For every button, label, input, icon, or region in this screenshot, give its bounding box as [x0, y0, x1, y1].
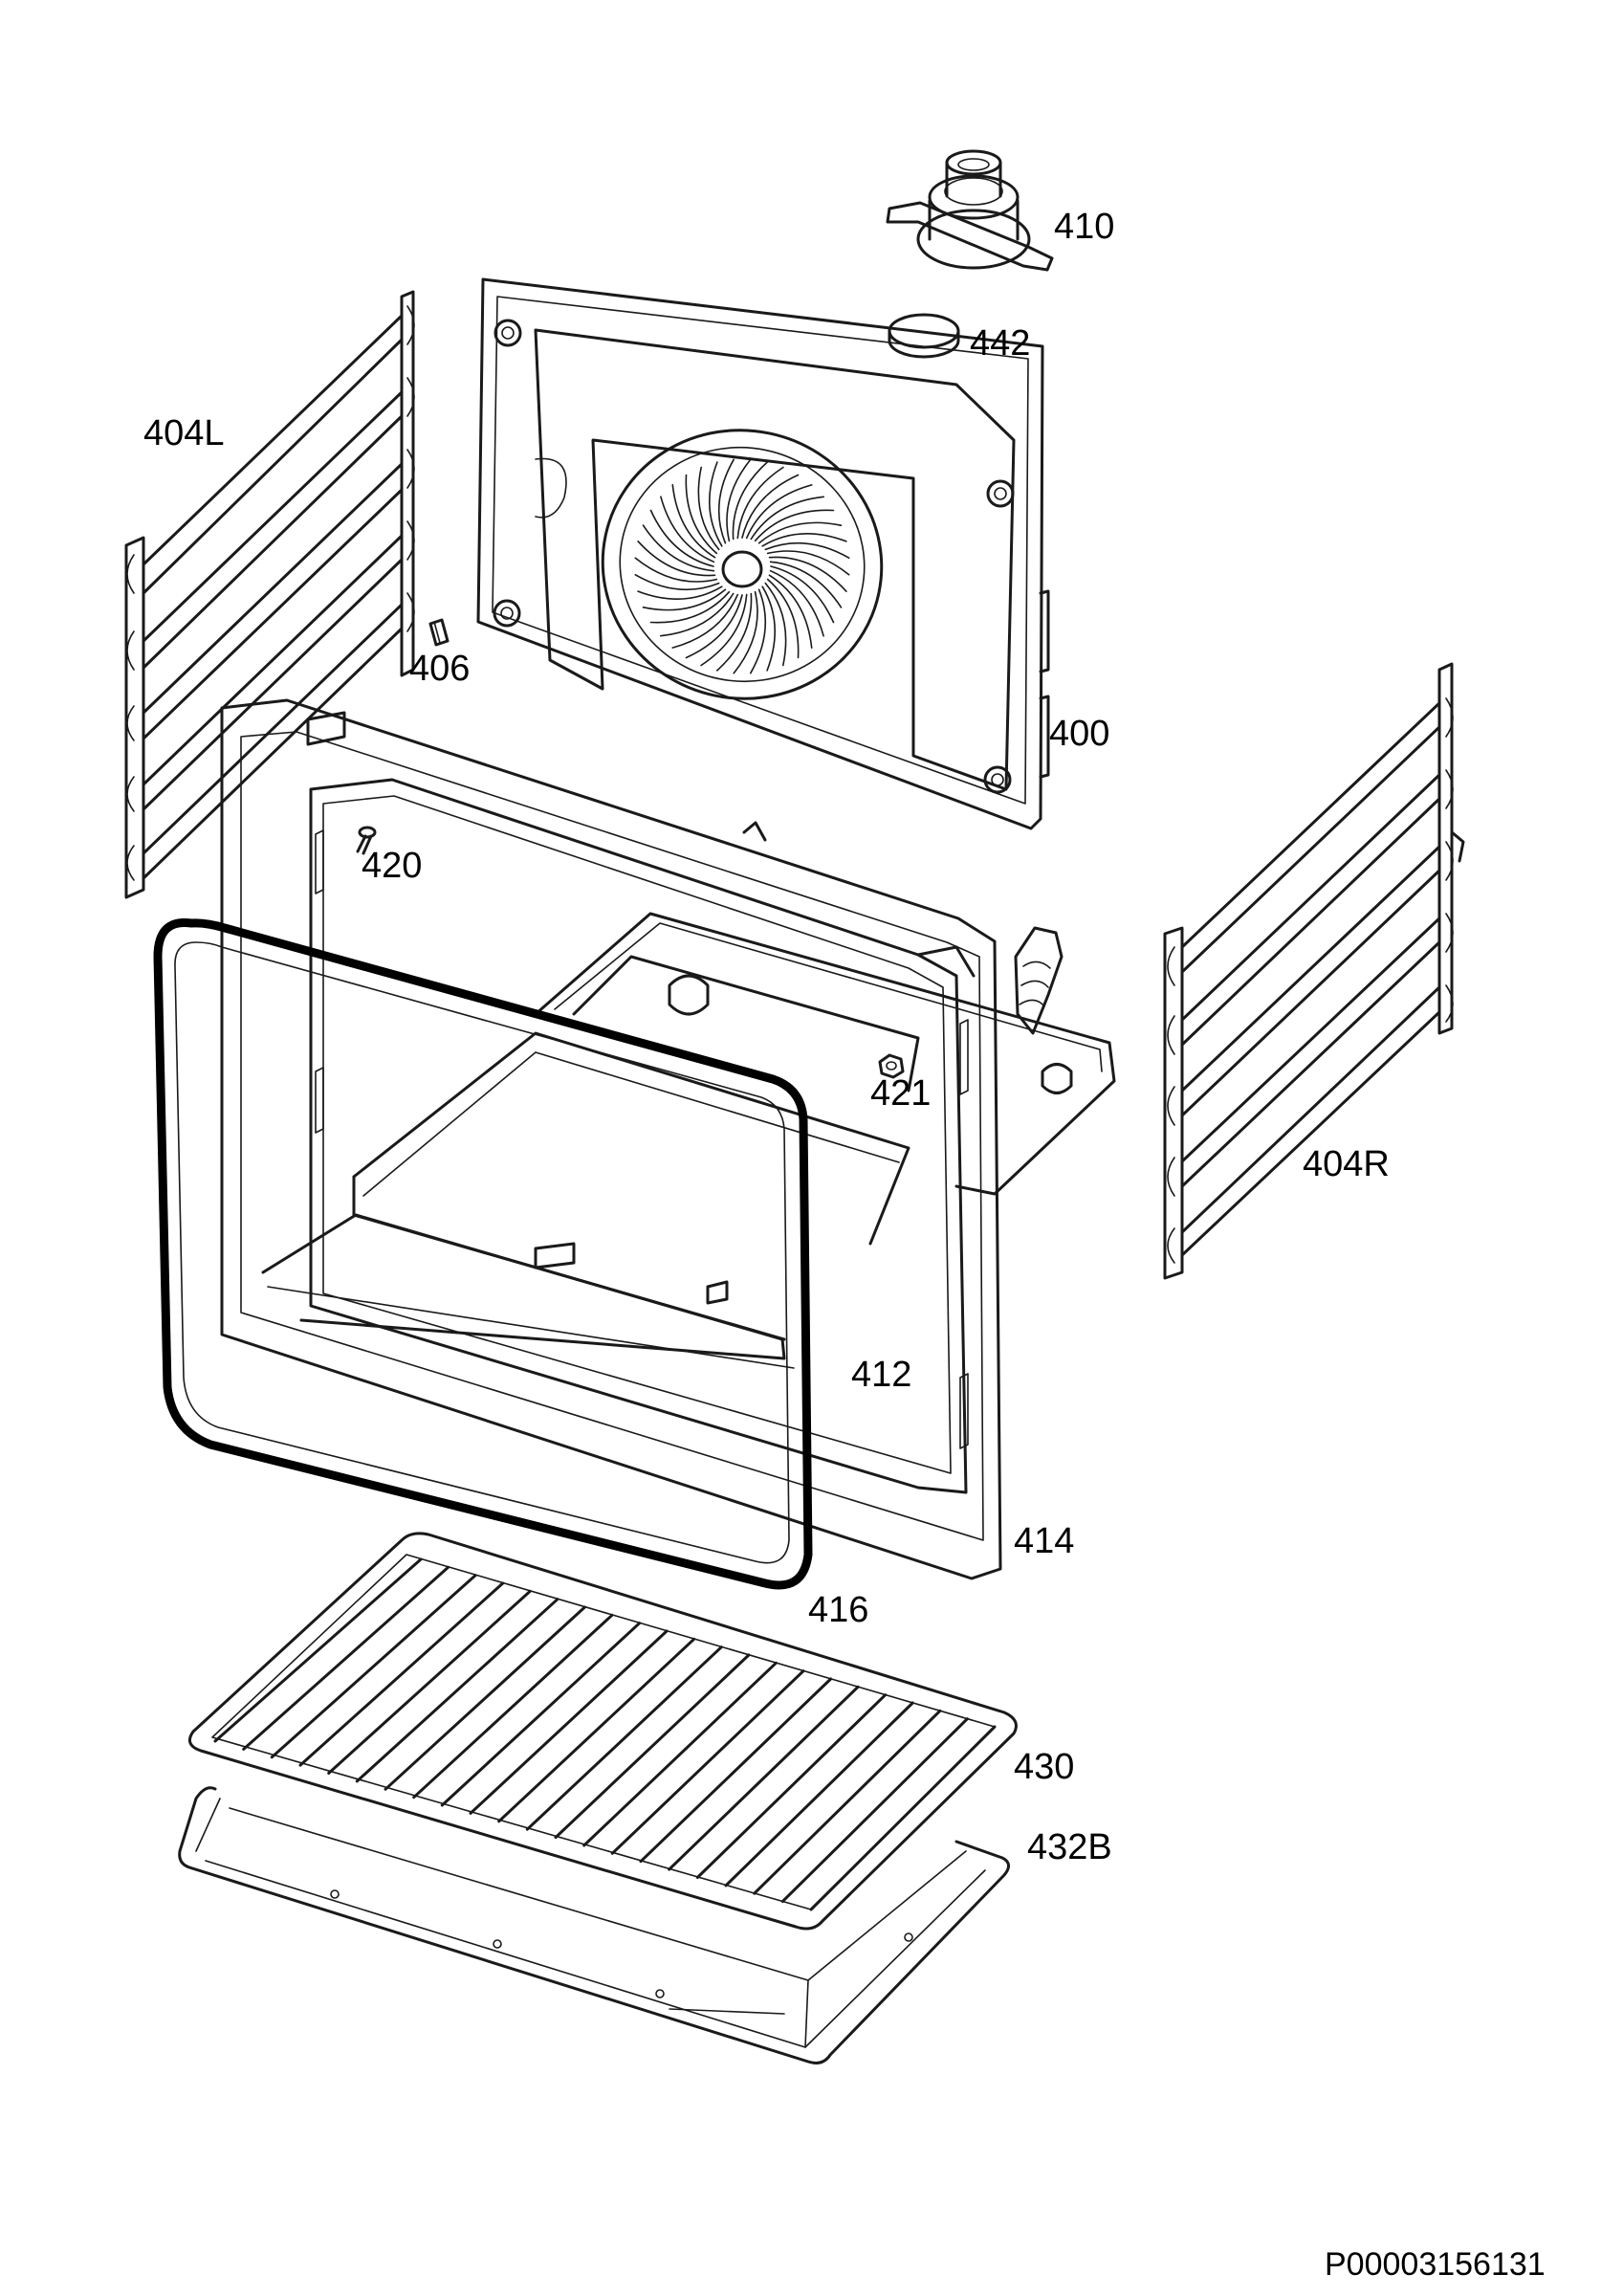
- part-412-cavity: [261, 821, 1116, 1369]
- part-430-wire-shelf: [187, 1532, 1018, 1931]
- part-406-clip: [428, 618, 450, 647]
- label-414: 414: [1014, 1521, 1075, 1561]
- label-430: 430: [1014, 1747, 1075, 1787]
- part-420-screw: [356, 826, 377, 855]
- label-420: 420: [362, 846, 423, 886]
- part-432B-baking-tray: [178, 1786, 1010, 2064]
- part-404R-shelf-support: [1163, 662, 1465, 1280]
- label-404R: 404R: [1303, 1144, 1390, 1184]
- drawing-code: P00003156131: [1325, 2246, 1546, 2283]
- label-432B: 432B: [1027, 1827, 1112, 1867]
- label-410: 410: [1054, 207, 1115, 247]
- part-421-nut: [878, 1053, 905, 1079]
- part-404L-shelf-support: [124, 290, 415, 899]
- part-414-front-frame: [220, 698, 1002, 1580]
- part-400-back-panel: [476, 277, 1050, 830]
- label-406: 406: [409, 649, 471, 689]
- label-400: 400: [1049, 714, 1110, 754]
- label-404L: 404L: [143, 413, 225, 453]
- label-421: 421: [870, 1073, 932, 1114]
- label-412: 412: [851, 1355, 912, 1395]
- part-416-door-seal: [153, 917, 813, 1590]
- label-442: 442: [970, 323, 1031, 364]
- part-410-thermostat: [886, 149, 1054, 272]
- label-416: 416: [808, 1590, 869, 1630]
